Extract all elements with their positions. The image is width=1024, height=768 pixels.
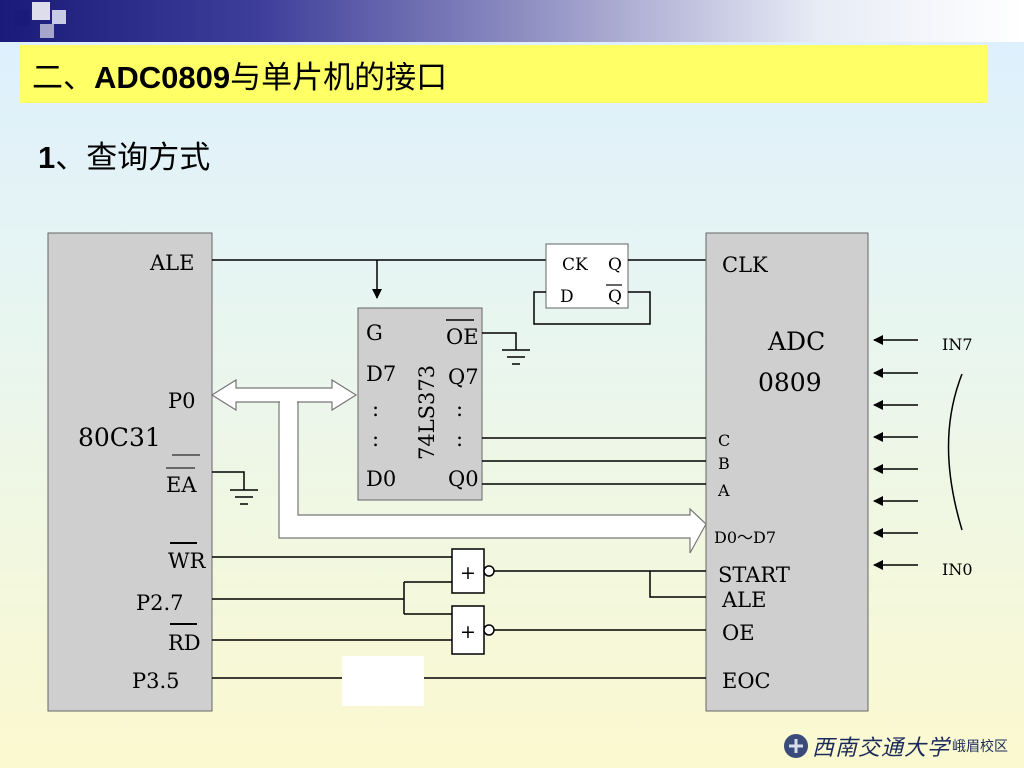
adc-pin-oe: OE xyxy=(722,621,755,645)
mcu-chip xyxy=(47,232,213,712)
header-bar xyxy=(0,0,1024,42)
flipflop-feedback-wire xyxy=(533,291,651,325)
p0-latch-bus xyxy=(210,378,358,412)
flipflop-ck: CK xyxy=(562,255,588,275)
ea-ground-wire xyxy=(212,471,245,490)
adc-name-line2: 0809 xyxy=(758,368,822,397)
campus-name: 峨眉校区 xyxy=(952,739,1009,755)
data-bus-to-adc xyxy=(278,401,707,554)
adc-pin-clk: CLK xyxy=(722,253,768,277)
latch-pin-d7: D7 xyxy=(366,362,396,386)
header-square xyxy=(40,24,54,38)
p27-branch-wire xyxy=(403,581,452,615)
university-name: 西南交通大学 xyxy=(812,736,951,761)
adc-pin-start: START xyxy=(718,563,790,587)
adc-pin-data: D0～D7 xyxy=(714,528,776,547)
adc-input-in0: IN0 xyxy=(942,560,973,579)
analog-input-arrows xyxy=(873,335,918,570)
latch-dots: : xyxy=(372,427,379,451)
header-square xyxy=(32,2,50,20)
adc-pin-b: B xyxy=(718,454,730,473)
latch-pin-q0: Q0 xyxy=(448,467,479,491)
ground-symbol xyxy=(502,349,530,365)
university-emblem-icon xyxy=(784,734,808,758)
flipflop-qbar: Q xyxy=(608,287,622,307)
latch-dots: : xyxy=(456,397,463,421)
start-ale-tie-wire xyxy=(649,571,706,598)
eoc-wire-mask xyxy=(342,656,424,706)
or-gate-start-label: + xyxy=(460,562,476,584)
university-logo: 西南交通大学 峨眉校区 xyxy=(782,730,1008,762)
subtitle-number: 1 xyxy=(38,140,56,175)
flipflop-d: D xyxy=(560,287,574,307)
subtitle-text: 、查询方式 xyxy=(55,140,211,176)
latch-chip xyxy=(357,307,483,501)
latch-dots: : xyxy=(456,427,463,451)
header-square xyxy=(14,10,30,26)
or-gate-oe-bubble xyxy=(483,624,495,636)
adc-input-in7: IN7 xyxy=(942,335,973,354)
mcu-pin-ea: EA xyxy=(166,473,197,497)
ground-symbol xyxy=(230,489,258,505)
latch-pin-g: G xyxy=(366,321,383,345)
latch-pin-q7: Q7 xyxy=(448,365,479,389)
latch-pin-d0: D0 xyxy=(366,467,396,491)
slide-title: 二、ADC0809与单片机的接口 xyxy=(32,52,447,97)
title-prefix: 二、 xyxy=(32,60,94,96)
or-gate-start-bubble xyxy=(483,565,495,577)
flipflop-q: Q xyxy=(608,255,622,275)
mcu-pin-p0: P0 xyxy=(168,389,196,413)
title-suffix: 与单片机的接口 xyxy=(230,60,448,96)
or-gate-oe-label: + xyxy=(460,621,476,643)
latch-pin-oe: OE xyxy=(446,325,479,349)
slide-subtitle: 1、查询方式 xyxy=(38,132,210,177)
adc-pin-eoc: EOC xyxy=(722,669,771,693)
title-background xyxy=(20,45,988,103)
mcu-pin-p35: P3.5 xyxy=(132,669,180,693)
latch-dots: : xyxy=(372,397,379,421)
adc-pin-a: A xyxy=(717,481,730,500)
latch-name: 74LS373 xyxy=(415,365,439,460)
latch-oe-ground-wire xyxy=(482,332,517,350)
mcu-name: 80C31 xyxy=(78,423,161,452)
mcu-pin-wr: WR xyxy=(168,549,207,573)
title-ascii: ADC0809 xyxy=(94,60,231,95)
input-brace xyxy=(947,373,963,531)
flipflop xyxy=(545,243,629,309)
adc-chip xyxy=(705,232,869,712)
mcu-pin-ale: ALE xyxy=(149,251,194,275)
adc-pin-ale: ALE xyxy=(721,588,766,612)
mcu-pin-p27: P2.7 xyxy=(136,591,184,615)
adc-name-line1: ADC xyxy=(767,327,825,356)
header-square xyxy=(52,10,66,24)
adc-pin-c: C xyxy=(718,431,730,450)
mcu-pin-rd: RD xyxy=(168,631,201,655)
